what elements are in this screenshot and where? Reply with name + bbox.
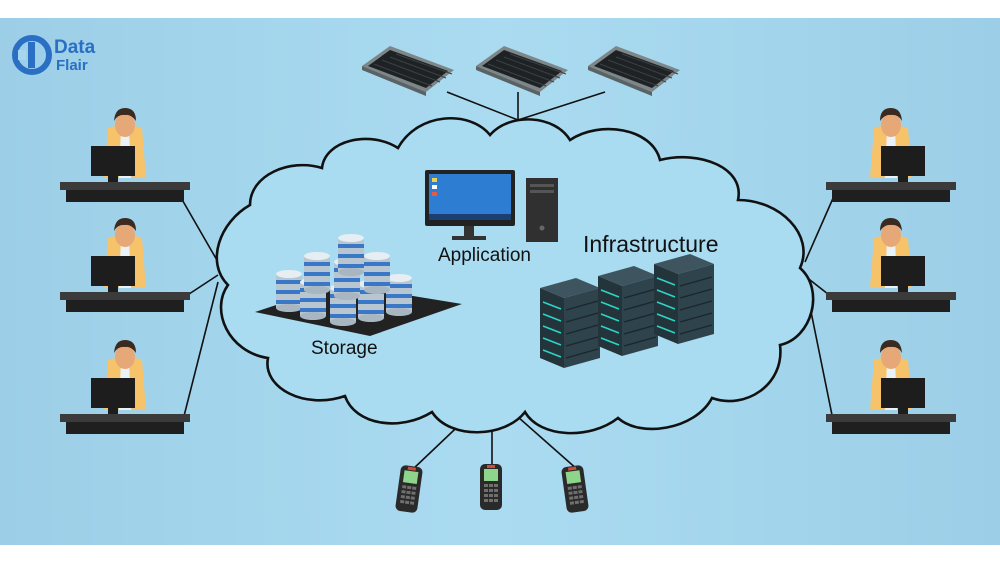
barcode-scanner-icon bbox=[480, 464, 502, 510]
application-label: Application bbox=[438, 245, 531, 266]
storage-label: Storage bbox=[311, 338, 378, 359]
infrastructure-label: Infrastructure bbox=[583, 231, 719, 257]
dataflair-mark-icon bbox=[12, 35, 52, 75]
logo-word-data: Data bbox=[54, 37, 96, 58]
dataflair-logo: Data Flair bbox=[12, 34, 122, 80]
desktop-computer-icon bbox=[425, 170, 558, 242]
cloud-shape bbox=[215, 117, 815, 435]
server-rack-icon bbox=[597, 265, 659, 357]
server-rack-icon bbox=[653, 253, 715, 345]
database-icon bbox=[255, 234, 462, 336]
logo-word-flair: Flair bbox=[56, 57, 88, 74]
server-rack-icon bbox=[539, 277, 601, 369]
